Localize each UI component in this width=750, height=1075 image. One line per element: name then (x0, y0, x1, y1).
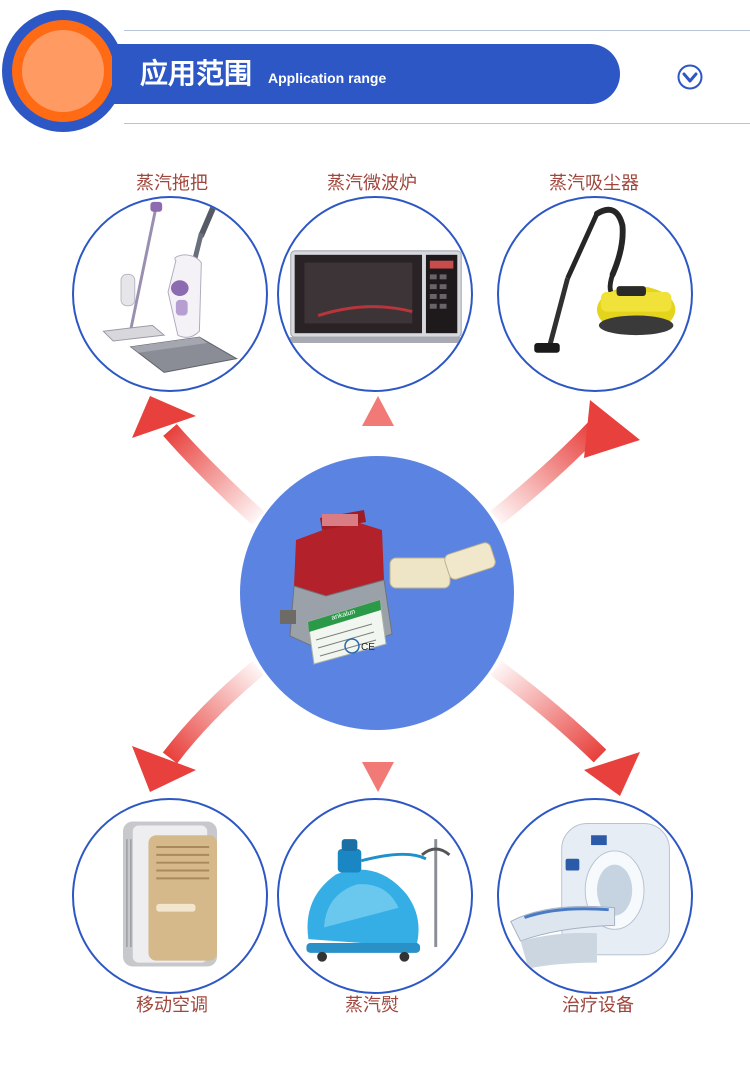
label-garment-steamer: 蒸汽熨 (345, 995, 399, 1016)
arrow-down-left (132, 661, 264, 792)
label-steam-microwave: 蒸汽微波炉 (327, 173, 417, 194)
pump-outlet-nozzle (389, 542, 496, 589)
arrow-up-right (490, 400, 640, 525)
header-top-rule (124, 30, 750, 31)
portable-ac-icon (122, 821, 218, 967)
app-circle-garment-steamer (277, 798, 473, 994)
svg-text:CE: CE (361, 642, 375, 653)
steam-vacuum-icon (534, 206, 676, 353)
medical-scanner-icon (510, 823, 670, 969)
arrow-up-center (362, 396, 394, 458)
app-circle-portable-ac (72, 798, 268, 994)
label-steam-mop: 蒸汽拖把 (136, 173, 208, 194)
label-medical-equipment: 治疗设备 (562, 995, 634, 1016)
arrow-up-left (132, 396, 265, 525)
arrow-down-right (490, 660, 640, 796)
section-subtitle: Application range (268, 70, 387, 86)
app-circle-steam-vacuum (497, 196, 693, 392)
arrow-down-center (362, 730, 394, 792)
app-circle-medical-scanner (497, 798, 693, 994)
section-title: 应用范围 (140, 57, 253, 90)
header-badge-core (22, 30, 104, 112)
chevron-down-circle-icon[interactable] (677, 64, 703, 90)
header-bottom-rule (124, 123, 750, 124)
app-circle-steam-microwave (277, 196, 473, 392)
steam-mop-icon (102, 201, 238, 373)
header-title-bar (112, 44, 620, 104)
garment-steamer-icon (306, 839, 451, 962)
label-steam-vacuum: 蒸汽吸尘器 (549, 173, 639, 194)
app-circle-steam-mop (72, 196, 268, 392)
label-portable-ac: 移动空调 (136, 995, 208, 1016)
steam-microwave-icon (286, 250, 466, 343)
solenoid-pump-icon: ankalun CE (280, 510, 496, 665)
